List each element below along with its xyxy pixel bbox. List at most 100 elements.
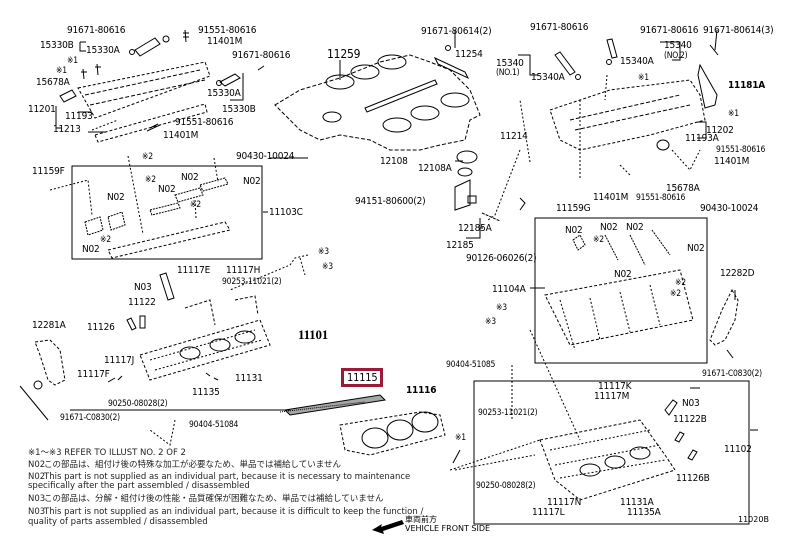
part-label[interactable]: 90250-08028(2) — [108, 399, 168, 409]
part-label[interactable]: 11102 — [724, 444, 752, 455]
head-gasket-11116[interactable] — [339, 411, 446, 456]
note-code[interactable]: N02 — [158, 184, 176, 195]
part-label[interactable]: 11126B — [676, 473, 710, 484]
part-label[interactable]: 91671-C0830(2) — [60, 413, 120, 423]
note-code[interactable]: N02 — [600, 222, 618, 233]
head-gasket-11115[interactable] — [279, 394, 387, 416]
note-code[interactable]: N02 — [614, 269, 632, 280]
camshaft-bearing-caps-left[interactable] — [84, 177, 231, 259]
part-label[interactable]: 11117F — [77, 369, 110, 380]
part-label[interactable]: 15340A — [620, 56, 654, 67]
part-label[interactable]: 90430-10024 — [700, 203, 759, 214]
cylinder-head-cover-right[interactable] — [549, 79, 706, 151]
part-label[interactable]: 90253-11021(2) — [478, 408, 538, 418]
part-label[interactable]: 91671-80616 — [67, 25, 126, 36]
part-label[interactable]: 90126-06026(2) — [466, 253, 537, 264]
part-label[interactable]: 11103C — [269, 207, 303, 218]
highlighted-part-label[interactable]: 11115 — [341, 368, 384, 387]
engine-hanger-left[interactable] — [34, 339, 66, 386]
cylinder-head-left[interactable] — [139, 295, 271, 381]
part-label[interactable]: 11117K — [598, 381, 632, 392]
note-code[interactable]: N03 — [134, 282, 152, 293]
part-label[interactable]: 11117E — [177, 265, 211, 276]
part-label[interactable]: 11202 — [706, 125, 734, 136]
part-label[interactable]: 91671-80616 — [232, 50, 291, 61]
part-label[interactable]: 90250-08028(2) — [476, 481, 536, 491]
note-code[interactable]: N02 — [626, 222, 644, 233]
part-label[interactable]: 11122 — [128, 297, 156, 308]
part-label[interactable]: 11213 — [53, 124, 81, 135]
part-label[interactable]: 12108A — [418, 163, 452, 174]
part-label[interactable]: 11159F — [32, 166, 65, 177]
part-label[interactable]: 11181A — [728, 80, 766, 91]
part-label[interactable]: 11135 — [192, 387, 220, 398]
part-label[interactable]: 11401M — [163, 130, 199, 141]
part-label[interactable]: 11401M — [714, 156, 750, 167]
part-label[interactable]: 11401M — [207, 36, 243, 47]
part-label[interactable]: 11117N — [547, 497, 582, 508]
front-label-en: VEHICLE FRONT SIDE — [405, 524, 491, 533]
part-label[interactable]: 91551-80616 — [175, 117, 234, 128]
part-label[interactable]: 15330A — [207, 88, 241, 99]
engine-hanger-right[interactable] — [709, 288, 739, 346]
part-label[interactable]: 11117J — [104, 355, 135, 366]
part-label[interactable]: 90430-10024 — [236, 151, 295, 162]
part-label[interactable]: 11254 — [455, 49, 483, 60]
part-label[interactable]: 11101 — [298, 327, 329, 342]
part-label[interactable]: 11122B — [673, 414, 707, 425]
part-label[interactable]: 91671-C0830(2) — [702, 369, 762, 379]
part-label[interactable]: 15340 — [664, 40, 692, 51]
part-label[interactable]: 11201 — [28, 104, 56, 115]
part-label[interactable]: 15330B — [40, 40, 74, 51]
part-label[interactable]: 11193A — [685, 133, 719, 144]
engine-cover[interactable] — [274, 54, 481, 151]
part-label[interactable]: 11159G — [556, 203, 591, 214]
part-label[interactable]: 91671-80614(2) — [421, 26, 492, 37]
camshaft-housing-left[interactable] — [59, 61, 211, 143]
part-label[interactable]: 15678A — [666, 183, 700, 194]
note-code[interactable]: N02 — [181, 172, 199, 183]
part-label[interactable]: 11131A — [620, 497, 654, 508]
part-label[interactable]: 11117H — [226, 265, 261, 276]
part-label[interactable]: 90404-51084 — [189, 420, 239, 430]
part-label[interactable]: 11116 — [406, 385, 437, 396]
part-label[interactable]: 11126 — [87, 322, 115, 333]
part-label[interactable]: 11135A — [627, 507, 661, 518]
part-label[interactable]: 12108 — [380, 156, 408, 167]
part-label[interactable]: 15678A — [36, 77, 70, 88]
part-label[interactable]: 91551-80616 — [636, 193, 686, 203]
part-label[interactable]: 15330B — [222, 104, 256, 115]
part-label[interactable]: 11193 — [65, 111, 93, 122]
leader-90404-51084 — [149, 419, 176, 446]
note-code[interactable]: N02 — [243, 176, 261, 187]
part-label[interactable]: 91551-80616 — [716, 145, 766, 155]
part-label[interactable]: 15340A — [531, 72, 565, 83]
part-label[interactable]: 90253-11021(2) — [222, 277, 282, 287]
part-label[interactable]: 11401M — [593, 192, 629, 203]
part-label[interactable]: 15340 — [496, 58, 524, 69]
part-label[interactable]: 11117L — [532, 507, 565, 518]
part-label[interactable]: 91671-80616 — [640, 25, 699, 36]
part-label[interactable]: 11214 — [500, 131, 528, 142]
part-label[interactable]: 11131 — [235, 373, 263, 384]
camshaft-bearing-caps-right[interactable] — [544, 229, 694, 351]
note-code[interactable]: N02 — [107, 192, 125, 203]
part-label[interactable]: 15330A — [86, 45, 120, 56]
part-label[interactable]: 91551-80616 — [198, 25, 257, 36]
part-label[interactable]: 91671-80614(3) — [703, 25, 774, 36]
part-label[interactable]: 94151-80600(2) — [355, 196, 426, 207]
part-label[interactable]: 91671-80616 — [530, 22, 589, 33]
part-label[interactable]: 11259 — [327, 47, 361, 61]
note-code[interactable]: N02 — [687, 243, 705, 254]
note-code[interactable]: N03 — [682, 398, 700, 409]
part-label[interactable]: 90404-51085 — [446, 360, 496, 370]
note-code[interactable]: N02 — [565, 225, 583, 236]
cylinder-head-right[interactable] — [539, 419, 676, 501]
part-label[interactable]: 12185 — [446, 240, 474, 251]
part-label[interactable]: 12282D — [720, 268, 755, 279]
part-label[interactable]: 11117M — [594, 391, 630, 402]
part-label[interactable]: 12185A — [458, 223, 492, 234]
part-label[interactable]: 12281A — [32, 320, 66, 331]
note-code[interactable]: N02 — [82, 244, 100, 255]
part-label[interactable]: 11104A — [492, 284, 526, 295]
